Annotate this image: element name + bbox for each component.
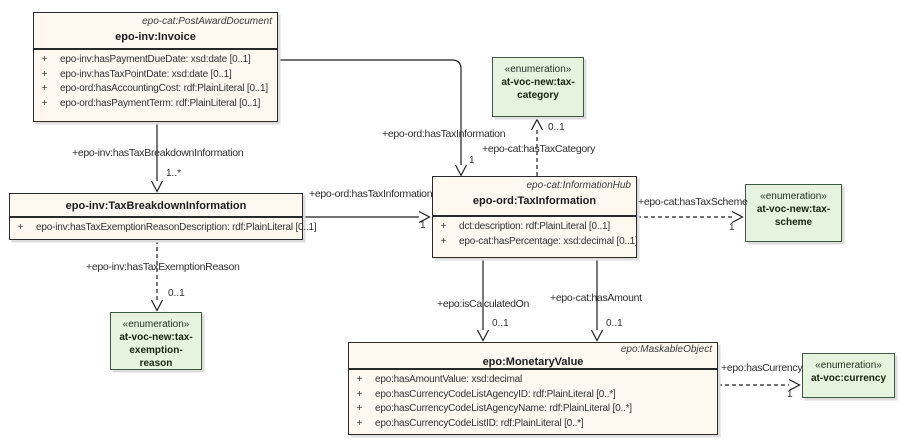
class-tax-information-stereotype: epo-cat:InformationHub	[526, 180, 631, 191]
visibility-plus: +	[356, 403, 363, 414]
visibility-plus: +	[356, 388, 363, 400]
edge-label-has-tax-scheme: +epo-cat:hasTaxScheme	[638, 196, 748, 208]
multiplicity-has-tax-category: 0..1	[548, 122, 565, 133]
class-tax-breakdown-name: epo-inv:TaxBreakdownInformation	[65, 200, 247, 212]
edge-label-has-currency: +epo:hasCurrency	[721, 362, 803, 374]
enum-tax-scheme[interactable]: «enumeration» at-voc-new:tax-scheme	[745, 184, 842, 242]
edge-breakdown-to-tax-exemption-reason-line	[150, 240, 164, 312]
class-tax-breakdown-attributes: + epo-inv:hasTaxExemptionReasonDescriptio…	[10, 218, 317, 236]
enum-tax-category[interactable]: «enumeration» at-voc-new:tax-category	[492, 57, 584, 117]
attribute-text: epo-ord:hasAccountingCost: rdf:PlainLite…	[60, 83, 268, 94]
attribute-text: epo-inv:hasPaymentDueDate: xsd:date [0..…	[60, 54, 251, 65]
enum-tax-exemption-reason-name: at-voc-new:tax-exemption-reason	[119, 332, 193, 369]
class-tax-breakdown-information[interactable]: epo-inv:TaxBreakdownInformation + epo-inv…	[9, 193, 317, 240]
class-tax-information-header: epo-cat:InformationHub epo-ord:TaxInform…	[433, 177, 636, 217]
edge-breakdown-to-tax-information-line	[303, 210, 431, 224]
class-monetary-value[interactable]: epo:MaskableObject epo:MonetaryValue + ep…	[348, 342, 718, 435]
attribute-row: + epo:hasCurrencyCodeListID: rdf:PlainLit…	[349, 417, 717, 432]
class-tax-breakdown-header: epo-inv:TaxBreakdownInformation	[10, 194, 302, 218]
multiplicity-has-amount: 0..1	[606, 318, 623, 329]
edge-label-has-tax-breakdown-information: +epo-inv:hasTaxBreakdownInformation	[72, 147, 244, 159]
edge-label-is-calculated-on: +epo:isCalculatedOn	[437, 298, 530, 310]
attribute-text: epo-inv:hasTaxPointDate: xsd:date [0..1]	[60, 68, 232, 80]
edge-label-breakdown-has-tax-information: +epo-ord:hasTaxInformation	[309, 188, 433, 200]
class-tax-information-attributes: + dct:description: rdf:PlainLiteral [0..1…	[433, 217, 638, 250]
enum-tax-scheme-stereotype: «enumeration»	[760, 191, 827, 202]
attribute-row: + epo-inv:hasTaxPointDate: xsd:date [0..1…	[34, 68, 277, 83]
multiplicity-has-tax-scheme: 1	[729, 222, 735, 233]
enum-tax-exemption-reason-stereotype: «enumeration»	[122, 319, 190, 330]
attribute-row: + epo:hasCurrencyCodeListAgencyName: rdf:…	[349, 402, 717, 417]
visibility-plus: +	[356, 374, 363, 385]
multiplicity-is-calculated-on: 0..1	[492, 318, 509, 329]
attribute-row: + epo-inv:hasPaymentDueDate: xsd:date [0.…	[34, 53, 277, 68]
class-invoice[interactable]: epo-cat:PostAwardDocument epo-inv:Invoic…	[33, 12, 278, 122]
visibility-plus: +	[41, 97, 48, 109]
edge-label-invoice-has-tax-information: +epo-ord:hasTaxInformation	[382, 128, 506, 140]
enum-tax-category-stereotype: «enumeration»	[504, 64, 572, 75]
visibility-plus: +	[440, 235, 447, 247]
attribute-row: + epo-ord:hasAccountingCost: rdf:PlainLit…	[34, 82, 277, 97]
attribute-row: + epo-inv:hasTaxExemptionReasonDescriptio…	[10, 221, 317, 236]
attribute-text: epo-cat:hasPercentage: xsd:decimal [0..1…	[459, 235, 638, 247]
enum-currency-name: at-voc:currency	[810, 373, 887, 384]
class-monetary-value-header: epo:MaskableObject epo:MonetaryValue	[349, 343, 717, 370]
visibility-plus: +	[41, 83, 48, 94]
visibility-plus: +	[41, 54, 48, 65]
attribute-text: dct:description: rdf:PlainLiteral [0..1]	[459, 221, 610, 232]
enum-currency-stereotype: «enumeration»	[815, 360, 882, 371]
class-invoice-attributes: + epo-inv:hasPaymentDueDate: xsd:date [0.…	[34, 50, 277, 111]
edge-label-has-tax-category: +epo-cat:hasTaxCategory	[482, 143, 596, 155]
visibility-plus: +	[41, 68, 48, 80]
attribute-row: + epo-ord:hasPaymentTerm: rdf:PlainLitera…	[34, 97, 277, 112]
class-invoice-header: epo-cat:PostAwardDocument epo-inv:Invoic…	[34, 13, 277, 50]
edge-label-has-tax-exemption-reason: +epo-inv:hasTaxExemptionReason	[86, 261, 240, 273]
enum-tax-exemption-reason[interactable]: «enumeration» at-voc-new:tax-exemption-r…	[110, 312, 202, 370]
enum-tax-scheme-name: at-voc-new:tax-scheme	[756, 204, 831, 228]
multiplicity-has-currency: 1	[787, 389, 793, 400]
attribute-text: epo:hasAmountValue: xsd:decimal	[375, 374, 523, 385]
attribute-text: epo:hasCurrencyCodeListAgencyID: rdf:Pla…	[375, 388, 616, 400]
attribute-row: + epo-cat:hasPercentage: xsd:decimal [0..…	[433, 235, 638, 250]
enum-currency[interactable]: «enumeration» at-voc:currency	[802, 353, 895, 398]
attribute-row: + epo:hasAmountValue: xsd:decimal	[349, 373, 717, 388]
attribute-text: epo-inv:hasTaxExemptionReasonDescription…	[36, 222, 317, 233]
edge-invoice-to-tax-information-line	[278, 59, 468, 177]
visibility-plus: +	[356, 417, 363, 429]
multiplicity-invoice-has-tax-information: 1	[469, 155, 475, 166]
visibility-plus: +	[17, 222, 24, 233]
class-invoice-name: epo-inv:Invoice	[115, 31, 196, 43]
class-tax-information[interactable]: epo-cat:InformationHub epo-ord:TaxInform…	[432, 176, 638, 258]
class-invoice-stereotype: epo-cat:PostAwardDocument	[142, 16, 272, 27]
attribute-row: + epo:hasCurrencyCodeListAgencyID: rdf:Pl…	[349, 388, 717, 403]
attribute-text: epo:hasCurrencyCodeListID: rdf:PlainLite…	[375, 417, 584, 429]
edge-tax-information-to-tax-scheme-line	[637, 210, 744, 224]
visibility-plus: +	[440, 221, 447, 232]
edge-label-has-amount: +epo-cat:hasAmount	[550, 292, 642, 304]
class-monetary-value-attributes: + epo:hasAmountValue: xsd:decimal + epo:ha…	[349, 370, 717, 431]
multiplicity-has-tax-exemption-reason: 0..1	[168, 288, 185, 299]
class-monetary-value-stereotype: epo:MaskableObject	[620, 344, 712, 355]
multiplicity-has-tax-breakdown-information: 1..*	[166, 168, 182, 179]
enum-tax-category-name: at-voc-new:tax-category	[501, 77, 575, 101]
class-tax-information-name: epo-ord:TaxInformation	[472, 195, 597, 207]
class-monetary-value-name: epo:MonetaryValue	[482, 356, 584, 368]
multiplicity-breakdown-has-tax-information: 1	[420, 220, 426, 231]
attribute-text: epo-ord:hasPaymentTerm: rdf:PlainLiteral…	[60, 97, 261, 109]
attribute-row: + dct:description: rdf:PlainLiteral [0..1…	[433, 220, 636, 235]
attribute-text: epo:hasCurrencyCodeListAgencyName: rdf:P…	[375, 403, 632, 414]
